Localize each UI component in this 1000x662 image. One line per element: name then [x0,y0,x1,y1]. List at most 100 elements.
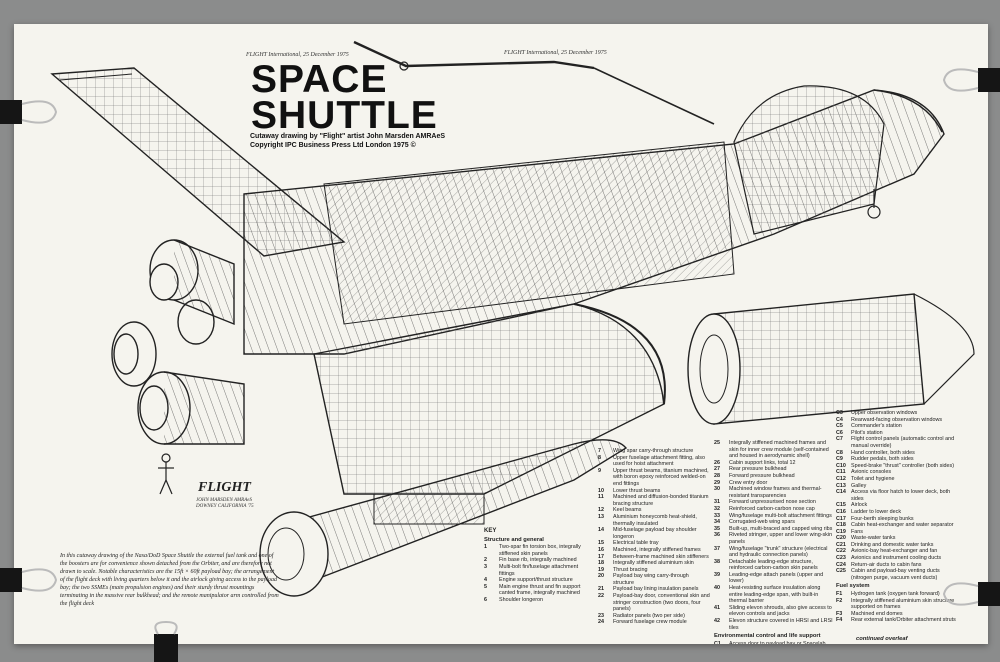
key-item-number: C22 [836,548,846,555]
key-item-number: F3 [836,610,843,617]
key-item-text: Access door to payload bay or Spacelab w… [729,640,826,644]
external-tank-drawing [687,293,975,425]
key-item-number: 38 [714,558,720,565]
astronaut-figure [158,453,174,495]
key-item-text: Avionic-bay heat-exchanger and fan [851,548,938,555]
key-item-text: Forward pressure bulkhead [729,472,795,479]
key-item: C22 Avionic-bay heat-exchanger and fan [836,548,960,555]
key-section-title: Fuel system [836,583,870,590]
title-line-2: SHUTTLE [251,94,438,137]
key-item-text: Rearward-facing observation windows [851,416,943,423]
key-item-text: Crew entry door [729,479,768,486]
key-item-text: Keel beams [613,507,642,514]
key-item-number: 17 [598,553,604,560]
key-item: C1 Access door to payload bay or Spacelab… [714,641,834,644]
key-item-text: Drinking and domestic water tanks [851,541,934,548]
credit-line-1: Cutaway drawing by "Flight" artist John … [250,133,446,140]
key-item-number: 34 [714,519,720,526]
key-item-number: 30 [714,486,720,493]
key-item-text: Payload-bay door, conventional skin and … [613,593,710,613]
key-item-text: Elevon structure covered in HRSI and LRS… [729,618,833,631]
key-item-text: Upper thrust beams, titanium machined, w… [613,467,709,487]
key-item-text: Payload bay wing carry-through structure [613,573,689,586]
key-item-text: Flight control panels (automatic control… [851,436,955,449]
shuttle-cutaway-drawing [50,40,975,597]
title-line-1: SPACE [251,58,388,101]
key-item-number: C13 [836,482,846,489]
binder-clip-icon [940,62,1000,98]
key-item-text: Leading-edge attach panels (upper and lo… [729,571,824,585]
key-item-number: 41 [714,604,720,611]
key-item-number: 5 [484,583,487,590]
key-item: C4 Rearward-facing observation windows [836,417,960,424]
key-item-number: C1 [714,640,721,644]
key-item-text: Upper fuselage attachment fitting, also … [613,454,705,468]
key-item-number: C10 [836,462,846,469]
key-item-number: C12 [836,475,846,482]
key-item: C13 Galley [836,483,960,490]
key-item-text: Lower thrust beams [613,487,661,494]
key-item: F3 Machined end domes [836,611,960,618]
key-item-text: Multi-bolt fin/fuselage attachment fitti… [499,563,579,577]
key-item-text: Return-air ducts to cabin fans [851,561,922,568]
key-item-text: Two-spar fin torsion box, integrally sti… [499,544,581,557]
key-item-number: C3 [836,410,843,416]
key-item-text: Galley [851,482,867,489]
key-item-text: Integrally stiffened aluminium skin stru… [851,597,955,611]
binder-clip-icon [0,94,58,130]
key-item-number: C20 [836,535,846,542]
key-item-number: 11 [598,494,604,501]
key-item-number: 23 [598,612,604,619]
key-item-number: 2 [484,557,487,564]
key-item-number: 14 [598,527,604,534]
key-item-text: Cabin and payload-bay venting ducts (nit… [851,568,940,581]
key-item: 11 Machined and diffusion-bonded titanium… [598,494,710,507]
key-item-text: Machined and diffusion-bonded titanium b… [613,494,709,507]
binder-clip-icon [934,576,1000,612]
key-item-number: C15 [836,502,846,509]
key-item-number: 25 [714,440,720,446]
key-item-text: Machined end domes [851,610,903,617]
key-item-text: Forward fuselage crew module [613,619,687,626]
key-item-text: Fans [851,528,863,535]
key-item-number: 29 [714,479,720,486]
key-item-number: 15 [598,540,604,547]
key-item-number: 20 [598,573,604,580]
key-item-text: Rear pressure bulkhead [729,466,787,473]
key-item-number: C4 [836,416,843,423]
key-item-text: Hydrogen tank (oxygen tank forward) [851,591,940,598]
key-item-number: C24 [836,561,846,568]
key-item-number: 13 [598,513,604,520]
